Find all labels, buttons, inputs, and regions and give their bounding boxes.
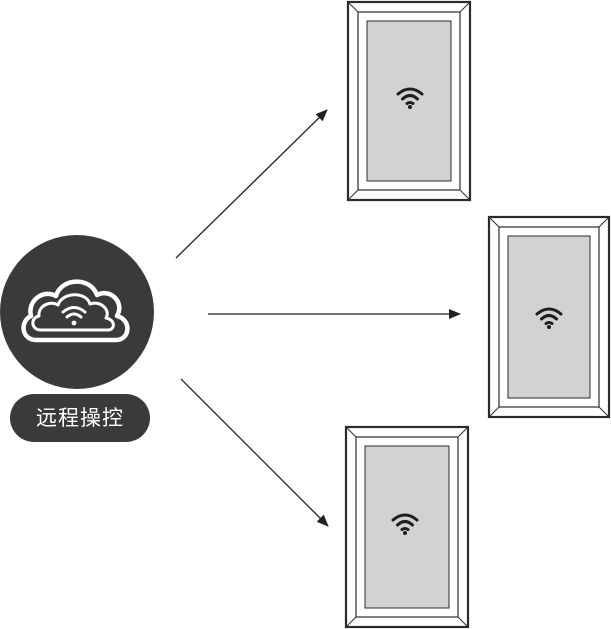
device-frame-3 — [344, 425, 470, 629]
arrow-to-device-3 — [180, 378, 329, 527]
connection-arrows — [175, 109, 461, 527]
device-frame-2 — [487, 215, 611, 419]
hub-circle — [0, 235, 154, 389]
cloud-wifi-icon — [21, 279, 130, 343]
device-frame-1 — [346, 0, 472, 202]
remote-label-pill — [10, 394, 150, 442]
remote-control-label: 远程操控 — [36, 406, 124, 430]
remote-control-hub — [0, 235, 154, 442]
arrow-to-device-1 — [175, 109, 328, 259]
device-screen-3 — [364, 445, 450, 609]
device-screen-1 — [366, 20, 452, 182]
